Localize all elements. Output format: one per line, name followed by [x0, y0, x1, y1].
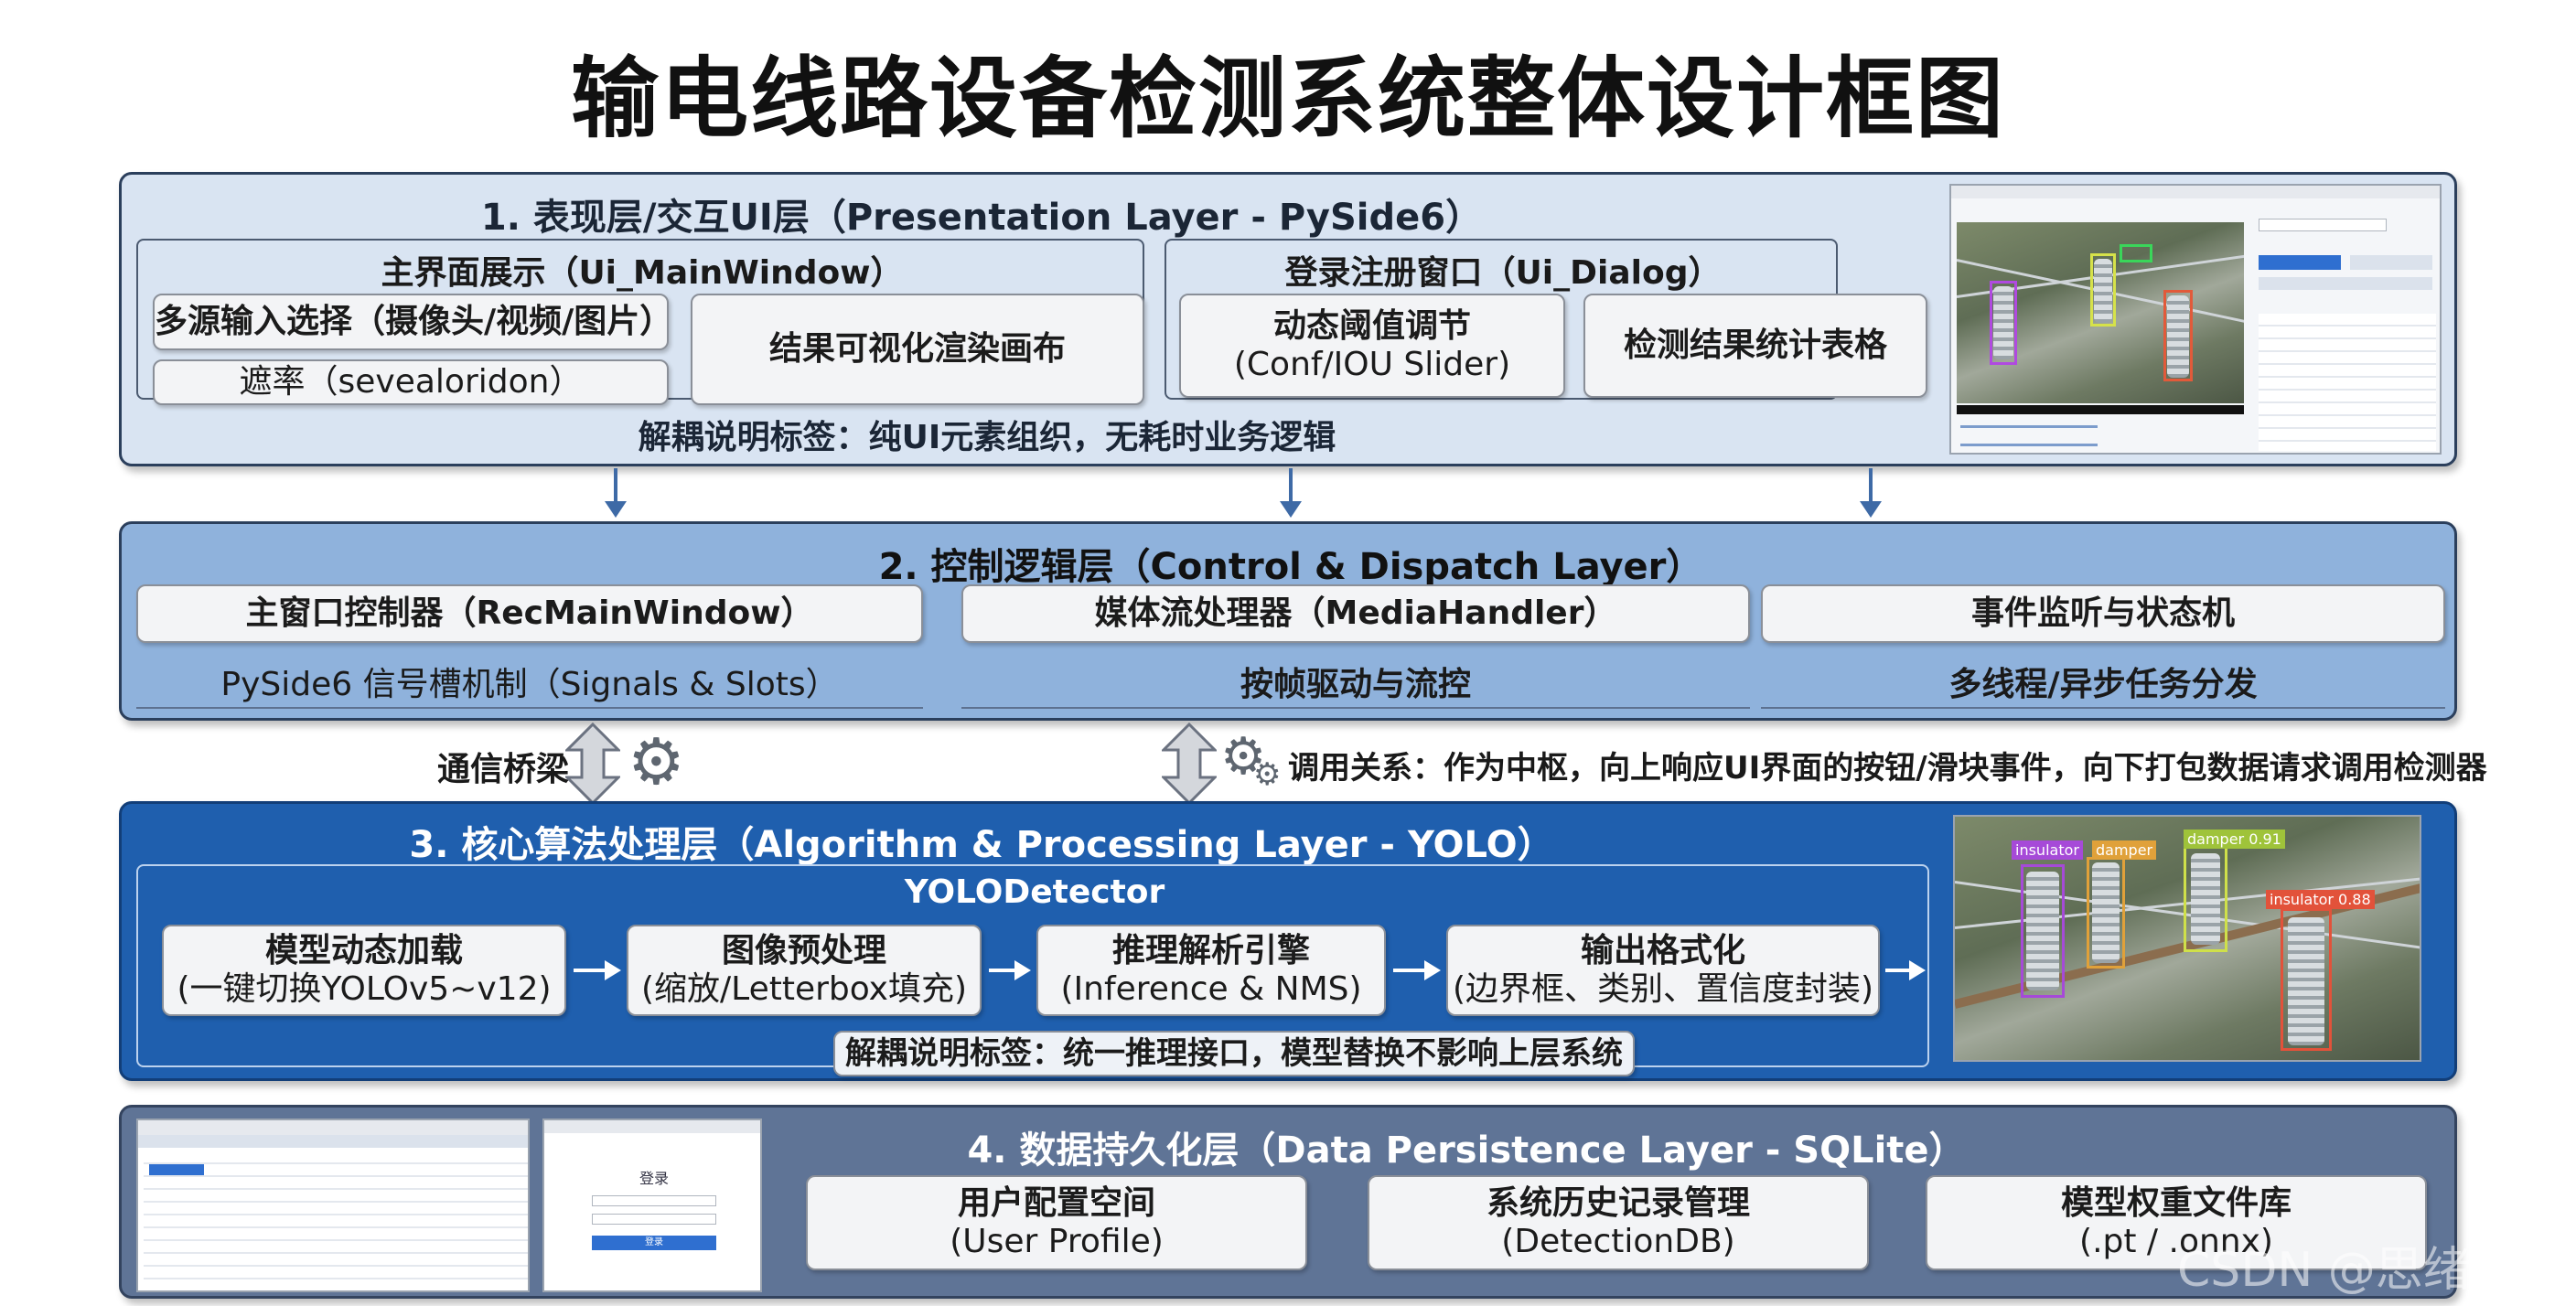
model-load-step: 模型动态加载 (一键切换YOLOv5~v12)	[162, 925, 566, 1016]
media-handler-label: 媒体流处理器（MediaHandler）	[1095, 594, 1617, 633]
bridge-label: 通信桥梁	[437, 743, 569, 790]
page-title: 输电线路设备检测系统整体设计框图	[0, 27, 2576, 155]
step-arrow	[989, 969, 1027, 972]
render-canvas-box: 结果可视化渲染画布	[691, 294, 1144, 405]
main-window-panel: 主界面展示（Ui_MainWindow） 多源输入选择（摄像头/视频/图片） 遮…	[136, 239, 1144, 400]
step-arrow	[1393, 969, 1437, 972]
control-layer: 2. 控制逻辑层（Control & Dispatch Layer） 主窗口控制…	[119, 521, 2457, 721]
watermark: CSDN @思绪无限	[2177, 1231, 2566, 1300]
step-arrow	[574, 969, 617, 972]
bidirectional-arrow-icon	[565, 723, 620, 805]
login-dialog-panel-title: 登录注册窗口（Ui_Dialog）	[1166, 246, 1840, 294]
threshold-slider-box: 动态阈值调节 (Conf/IOU Slider)	[1179, 294, 1565, 398]
detection-label: damper 0.91	[2184, 830, 2285, 849]
render-canvas-label: 结果可视化渲染画布	[769, 330, 1066, 369]
ui-preview-photo	[1957, 222, 2244, 403]
flow-arrow	[1869, 468, 1873, 505]
login-button: 登录	[592, 1236, 716, 1250]
control-layer-title: 2. 控制逻辑层（Control & Dispatch Layer）	[122, 537, 2460, 590]
output-format-step: 输出格式化 (边界框、类别、置信度封装)	[1446, 925, 1880, 1016]
persistence-layer: 4. 数据持久化层（Data Persistence Layer - SQLit…	[119, 1105, 2457, 1299]
threshold-sublabel: (Conf/IOU Slider)	[1234, 346, 1510, 384]
frame-driven-label: 按帧驱动与流控	[961, 658, 1750, 709]
output-format-label: 输出格式化	[1581, 932, 1745, 970]
main-controller-label: 主窗口控制器（RecMainWindow）	[245, 594, 813, 633]
media-handler-box: 媒体流处理器（MediaHandler）	[961, 584, 1750, 643]
inference-sublabel: (Inference & NMS)	[1060, 970, 1361, 1009]
gear-icon: ⚙	[628, 730, 685, 794]
inference-step: 推理解析引擎 (Inference & NMS)	[1036, 925, 1386, 1016]
login-dialog-thumbnail: 登录 登录	[542, 1119, 762, 1292]
presentation-decoupling-note: 解耦说明标签：纯UI元素组织，无耗时业务逻辑	[136, 411, 1838, 458]
login-title: 登录	[544, 1166, 762, 1188]
output-format-sublabel: (边界框、类别、置信度封装)	[1453, 970, 1873, 1009]
model-load-sublabel: (一键切换YOLOv5~v12)	[177, 970, 551, 1009]
inference-label: 推理解析引擎	[1112, 932, 1310, 970]
algorithm-layer-title: 3. 核心算法处理层（Algorithm & Processing Layer …	[122, 815, 1841, 868]
persistence-layer-title: 4. 数据持久化层（Data Persistence Layer - SQLit…	[689, 1120, 2244, 1173]
algorithm-layer: 3. 核心算法处理层（Algorithm & Processing Layer …	[119, 801, 2457, 1081]
detection-label: damper	[2092, 840, 2156, 860]
algorithm-decoupling-note: 解耦说明标签：统一推理接口，模型替换不影响上层系统	[833, 1031, 1635, 1076]
detection-db-label: 系统历史记录管理	[1487, 1184, 1750, 1223]
bidirectional-arrow-icon	[1162, 723, 1217, 805]
preprocess-label: 图像预处理	[722, 932, 886, 970]
multi-source-input-box: 多源输入选择（摄像头/视频/图片）	[153, 294, 669, 350]
detection-db-box: 系统历史记录管理 (DetectionDB)	[1368, 1175, 1869, 1270]
flow-arrow	[1289, 468, 1293, 505]
threshold-label: 动态阈值调节	[1273, 307, 1471, 346]
multi-source-input-label: 多源输入选择（摄像头/视频/图片）	[155, 303, 667, 341]
signals-slots-label: PySide6 信号槽机制（Signals & Slots）	[136, 658, 923, 709]
rate-box: 遮率（sevealoridon）	[153, 359, 669, 405]
presentation-layer: 1. 表现层/交互UI层（Presentation Layer - PySide…	[119, 172, 2457, 466]
detection-label: insulator	[2012, 840, 2083, 860]
ui-screenshot-thumbnail	[1949, 184, 2442, 455]
preprocess-sublabel: (缩放/Letterbox填充)	[641, 970, 967, 1009]
user-profile-label: 用户配置空间	[958, 1184, 1155, 1223]
yolo-detector-panel: YOLODetector 模型动态加载 (一键切换YOLOv5~v12) 图像预…	[136, 864, 1929, 1067]
detection-result-thumbnail: insulator damper damper 0.91 insulator 0…	[1953, 815, 2421, 1062]
yolo-detector-title: YOLODetector	[138, 873, 1931, 911]
result-table-label: 检测结果统计表格	[1624, 326, 1887, 365]
step-arrow	[1885, 969, 1922, 972]
flow-arrow	[614, 468, 617, 505]
database-screenshot-thumbnail	[136, 1119, 530, 1292]
user-profile-sublabel: (User Profile)	[950, 1223, 1164, 1261]
event-state-machine-box: 事件监听与状态机	[1761, 584, 2445, 643]
detection-db-sublabel: (DetectionDB)	[1501, 1223, 1734, 1261]
model-load-label: 模型动态加载	[265, 932, 463, 970]
rate-label: 遮率（sevealoridon）	[240, 363, 583, 401]
result-table-box: 检测结果统计表格	[1583, 294, 1927, 398]
main-window-panel-title: 主界面展示（Ui_MainWindow）	[138, 246, 1146, 294]
multithread-label: 多线程/异步任务分发	[1761, 658, 2445, 709]
login-dialog-panel: 登录注册窗口（Ui_Dialog） 动态阈值调节 (Conf/IOU Slide…	[1165, 239, 1838, 400]
user-profile-box: 用户配置空间 (User Profile)	[806, 1175, 1307, 1270]
algorithm-decoupling-note-text: 解耦说明标签：统一推理接口，模型替换不影响上层系统	[845, 1035, 1623, 1072]
detection-label: insulator 0.88	[2266, 890, 2375, 909]
event-state-machine-label: 事件监听与状态机	[1971, 594, 2235, 633]
small-gear-icon: ⚙	[1253, 759, 1281, 790]
call-relation-text: 调用关系：作为中枢，向上响应UI界面的按钮/滑块事件，向下打包数据请求调用检测器	[1288, 743, 2487, 787]
preprocess-step: 图像预处理 (缩放/Letterbox填充)	[627, 925, 982, 1016]
main-controller-box: 主窗口控制器（RecMainWindow）	[136, 584, 923, 643]
presentation-layer-title: 1. 表现层/交互UI层（Presentation Layer - PySide…	[122, 187, 1841, 241]
model-weights-label: 模型权重文件库	[2061, 1184, 2292, 1223]
